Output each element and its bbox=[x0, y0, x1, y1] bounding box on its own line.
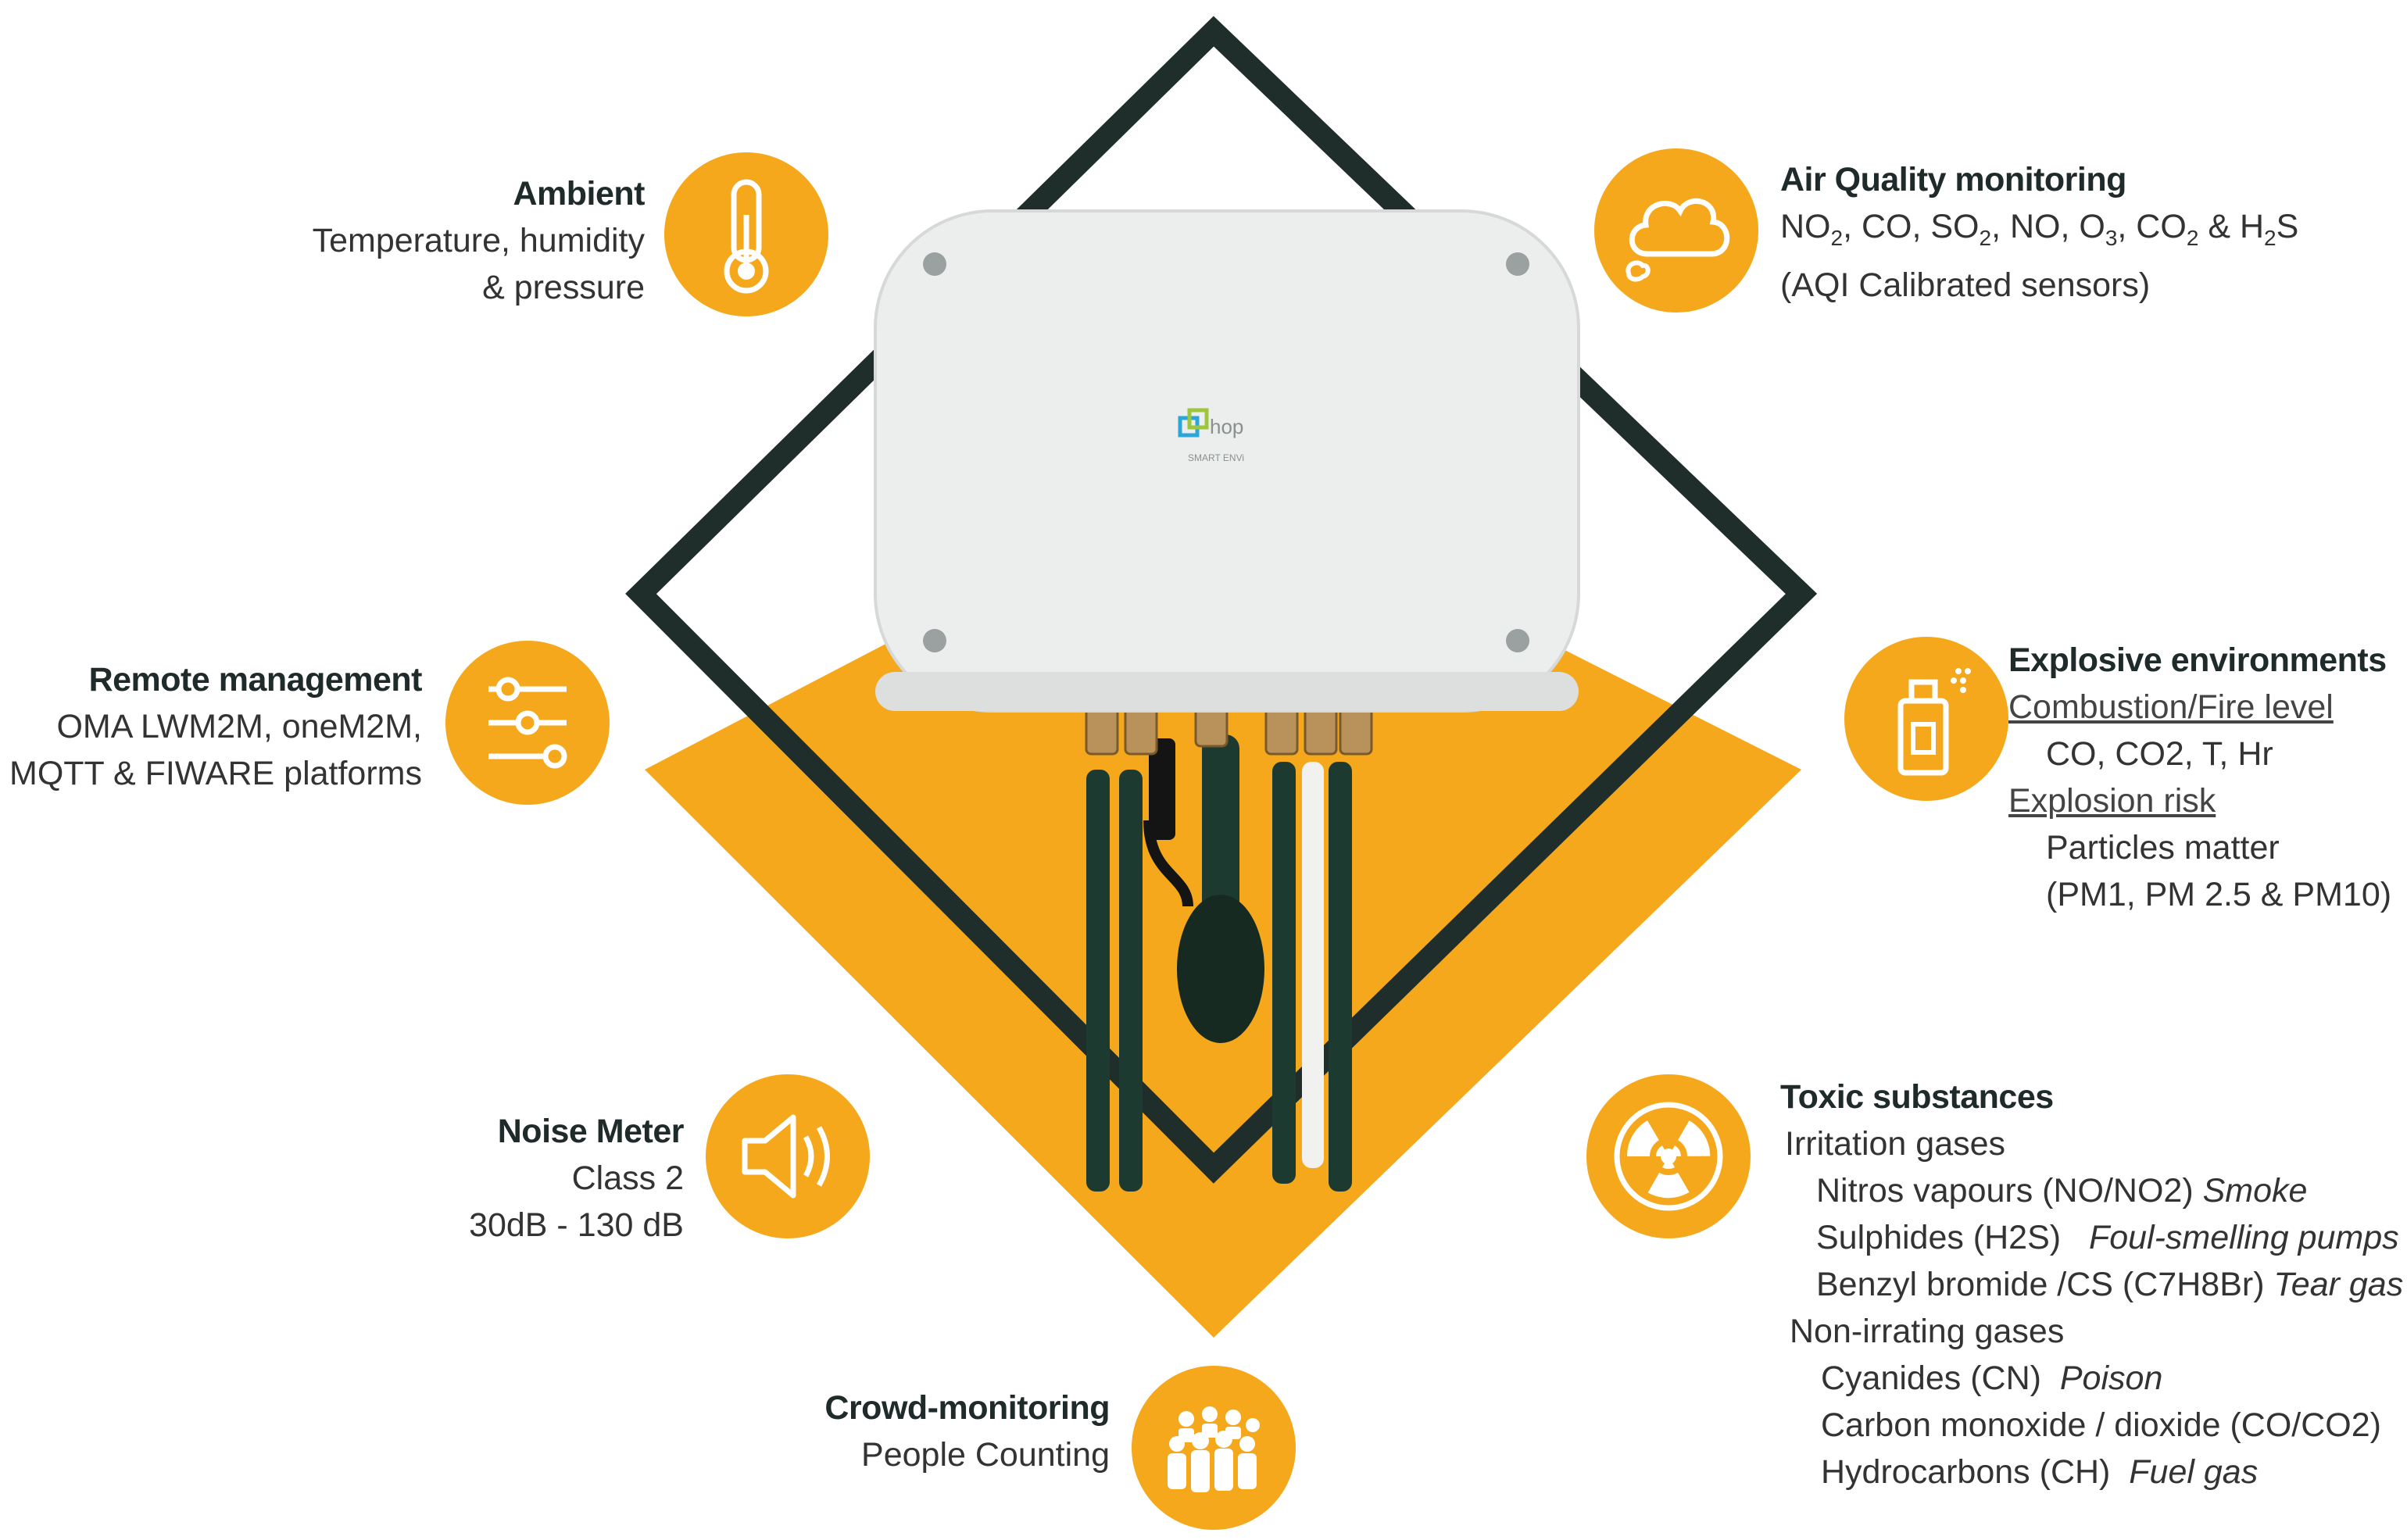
non-irritating-heading: Non-irrating gases bbox=[1790, 1313, 2065, 1350]
explosion-values-2: (PM1, PM 2.5 & PM10) bbox=[2046, 876, 2392, 913]
formula-sub-3: 3 bbox=[2105, 226, 2118, 250]
formula-no-o: , NO, O bbox=[1991, 208, 2105, 245]
device-logo-subtext: SMART ENVi bbox=[1188, 452, 1244, 463]
remote-line-2: MQTT & FIWARE platforms bbox=[9, 755, 422, 792]
formula-so: SO bbox=[1930, 208, 1980, 245]
combustion-heading: Combustion/Fire level bbox=[2008, 688, 2334, 726]
toxic-text: Toxic substances Irritation gases Nitros… bbox=[1780, 1074, 2405, 1495]
ambient-line-1: Temperature, humidity bbox=[312, 222, 645, 259]
sliders-icon bbox=[445, 641, 610, 805]
irritation-item-2-note: Foul-smelling pumps bbox=[2088, 1219, 2399, 1256]
irritation-item-2: Sulphides (H2S) Foul-smelling pumps bbox=[1780, 1214, 2405, 1261]
diamond-outline bbox=[625, 16, 1818, 1184]
device-logo-text: hop bbox=[1210, 415, 1243, 438]
remote-line-1: OMA LWM2M, oneM2M, bbox=[56, 708, 422, 745]
non-irritating-item-1: Cyanides (CN) Poison bbox=[1780, 1355, 2405, 1402]
air-quality-text: Air Quality monitoring NO2, CO, SO2, NO,… bbox=[1780, 156, 2374, 309]
non-irritating-item-1-note: Poison bbox=[2059, 1360, 2163, 1397]
irritation-item-1-note: Smoke bbox=[2202, 1172, 2308, 1209]
irritation-heading: Irritation gases bbox=[1785, 1125, 2006, 1163]
cable bbox=[1143, 820, 1193, 907]
antenna-2 bbox=[1119, 770, 1143, 1192]
connector-2 bbox=[1124, 706, 1158, 756]
antenna-3 bbox=[1272, 762, 1296, 1184]
people-crowd-icon bbox=[1132, 1366, 1296, 1530]
formula-h: & H bbox=[2198, 208, 2265, 245]
crowd-line-1: People Counting bbox=[861, 1436, 1110, 1474]
connector-6 bbox=[1339, 706, 1373, 756]
air-quality-formula: NO2, CO, SO2, NO, O3, CO2 & H2S bbox=[1780, 203, 2374, 262]
connector-4 bbox=[1264, 706, 1299, 756]
formula-co: , CO, bbox=[1843, 208, 1931, 245]
irritation-item-3: Benzyl bromide /CS (C7H8Br) Tear gas bbox=[1780, 1261, 2405, 1308]
connector-1 bbox=[1085, 706, 1119, 756]
antenna-white bbox=[1302, 762, 1324, 1168]
screw-top-left bbox=[923, 252, 946, 276]
non-irritating-item-3-name: Hydrocarbons (CH) bbox=[1821, 1453, 2111, 1491]
connectors bbox=[1085, 706, 1373, 756]
formula-sub-2a: 2 bbox=[1830, 226, 1844, 250]
crowd-title: Crowd-monitoring bbox=[824, 1389, 1110, 1427]
speaker-icon bbox=[706, 1074, 870, 1238]
non-irritating-item-2: Carbon monoxide / dioxide (CO/CO2) bbox=[1780, 1402, 2405, 1449]
thermometer-icon bbox=[664, 152, 828, 316]
noise-line-2: 30dB - 130 dB bbox=[469, 1206, 684, 1244]
formula-s: S bbox=[2276, 208, 2299, 245]
screw-bottom-right bbox=[1506, 629, 1529, 652]
crowd-text: Crowd-monitoring People Counting bbox=[688, 1385, 1110, 1478]
ambient-text: Ambient Temperature, humidity & pressure bbox=[180, 170, 646, 311]
formula-no: NO bbox=[1780, 208, 1831, 245]
air-quality-title: Air Quality monitoring bbox=[1780, 161, 2126, 198]
non-irritating-item-1-name: Cyanides (CN) bbox=[1821, 1360, 2041, 1397]
cloud-smoke-icon bbox=[1594, 148, 1758, 313]
air-quality-note: (AQI Calibrated sensors) bbox=[1780, 266, 2151, 304]
explosive-title: Explosive environments bbox=[2008, 641, 2387, 679]
connector-3 bbox=[1194, 706, 1229, 748]
explosion-heading: Explosion risk bbox=[2008, 782, 2216, 820]
irritation-item-3-name: Benzyl bromide /CS (C7H8Br) bbox=[1816, 1266, 2265, 1303]
irritation-item-3-note: Tear gas bbox=[2273, 1266, 2404, 1303]
non-irritating-item-3-note: Fuel gas bbox=[2129, 1453, 2259, 1491]
antenna-black-1 bbox=[1149, 738, 1175, 840]
microphone-windscreen bbox=[1177, 895, 1264, 1043]
irritation-item-2-name: Sulphides (H2S) bbox=[1816, 1219, 2062, 1256]
logo-square-2 bbox=[1187, 408, 1209, 430]
remote-text: Remote management OMA LWM2M, oneM2M, MQT… bbox=[0, 656, 423, 797]
screw-bottom-left bbox=[923, 629, 946, 652]
formula-sub-2c: 2 bbox=[2186, 226, 2199, 250]
irritation-item-1-name: Nitros vapours (NO/NO2) bbox=[1816, 1172, 2194, 1209]
noise-title: Noise Meter bbox=[497, 1113, 685, 1150]
explosion-values-1: Particles matter bbox=[2046, 829, 2280, 866]
antenna-group bbox=[1086, 734, 1352, 1192]
formula-sub-2b: 2 bbox=[1979, 226, 1992, 250]
device-shadow bbox=[875, 672, 1579, 711]
noise-line-1: Class 2 bbox=[571, 1159, 684, 1197]
screw-top-right bbox=[1506, 252, 1529, 276]
non-irritating-item-3: Hydrocarbons (CH) Fuel gas bbox=[1780, 1449, 2405, 1495]
remote-title: Remote management bbox=[88, 661, 423, 699]
explosive-text: Explosive environments Combustion/Fire l… bbox=[2008, 637, 2399, 918]
formula-sub-2d: 2 bbox=[2264, 226, 2276, 250]
non-irritating-item-2-name: Carbon monoxide / dioxide (CO/CO2) bbox=[1821, 1406, 2381, 1444]
ambient-line-2: & pressure bbox=[482, 269, 645, 306]
combustion-values: CO, CO2, T, Hr bbox=[2046, 735, 2273, 773]
connector-5 bbox=[1304, 706, 1338, 756]
device-logo: hop SMART ENVi bbox=[1178, 408, 1244, 463]
radiation-icon bbox=[1586, 1074, 1751, 1238]
antenna-4 bbox=[1329, 762, 1352, 1192]
noise-text: Noise Meter Class 2 30dB - 130 dB bbox=[234, 1108, 684, 1249]
formula-co2: , CO bbox=[2117, 208, 2187, 245]
ambient-title: Ambient bbox=[513, 175, 646, 213]
antenna-1 bbox=[1086, 770, 1110, 1192]
irritation-item-1: Nitros vapours (NO/NO2) Smoke bbox=[1780, 1167, 2405, 1214]
toxic-title: Toxic substances bbox=[1780, 1078, 2054, 1116]
spray-can-icon bbox=[1844, 637, 2008, 801]
